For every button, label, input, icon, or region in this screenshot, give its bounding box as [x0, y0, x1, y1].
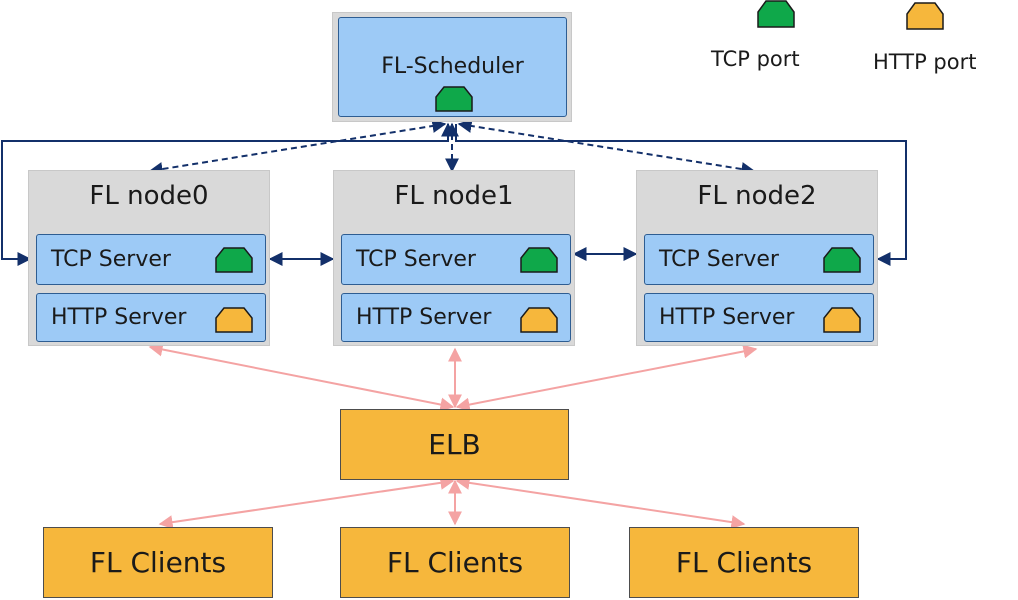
elb-node0-link	[148, 342, 455, 412]
fl-clients-box: FL Clients	[43, 527, 273, 598]
scheduler-box: FL-Scheduler	[338, 17, 567, 117]
fl-clients-box: FL Clients	[340, 527, 570, 598]
tcp-server-label: TCP Server	[356, 247, 476, 272]
scheduler-node2-link	[457, 119, 756, 176]
http-port-icon	[520, 307, 558, 333]
scheduler-label: FL-Scheduler	[381, 54, 524, 79]
loop-right-link	[455, 124, 907, 266]
http-server: HTTP Server	[341, 293, 571, 342]
elb-box: ELB	[340, 409, 569, 480]
fl-node0: FL node0 TCP Server HTTP Server	[28, 170, 270, 346]
http-server-label: HTTP Server	[51, 305, 187, 330]
fl-clients-label: FL Clients	[675, 546, 813, 579]
tcp-port-icon	[215, 247, 253, 273]
http-port-icon	[215, 307, 253, 333]
fl-node1: FL node1 TCP Server HTTP Server	[333, 170, 575, 346]
loop-left-link	[1, 122, 455, 266]
scheduler-node0-link	[148, 119, 447, 176]
legend-http-icon	[906, 2, 944, 30]
http-server-label: HTTP Server	[356, 305, 492, 330]
fl-node2: FL node2 TCP Server HTTP Server	[636, 170, 878, 346]
tcp-server: TCP Server	[341, 234, 571, 285]
node-title: FL node0	[89, 181, 209, 211]
fl-clients-label: FL Clients	[89, 546, 227, 579]
tcp-server-label: TCP Server	[51, 247, 171, 272]
http-server: HTTP Server	[644, 293, 874, 342]
elb-label: ELB	[428, 428, 481, 461]
scheduler-container: FL-Scheduler	[332, 12, 572, 122]
elb-client2-link	[455, 475, 746, 530]
http-server: HTTP Server	[36, 293, 266, 342]
tcp-server: TCP Server	[36, 234, 266, 285]
http-port-icon	[823, 307, 861, 333]
tcp-port-icon	[823, 247, 861, 273]
node-title: FL node2	[697, 181, 817, 211]
node-title: FL node1	[394, 181, 514, 211]
elb-client0-link	[158, 475, 455, 530]
tcp-server-label: TCP Server	[659, 247, 779, 272]
tcp-port-icon	[520, 247, 558, 273]
fl-clients-label: FL Clients	[386, 546, 524, 579]
legend-tcp-label: TCP port	[711, 47, 800, 71]
tcp-port-icon	[435, 86, 473, 112]
legend-http-label: HTTP port	[873, 50, 977, 74]
legend-tcp-icon	[757, 0, 795, 28]
http-server-label: HTTP Server	[659, 305, 795, 330]
fl-clients-box: FL Clients	[629, 527, 859, 598]
elb-node2-link	[455, 344, 758, 412]
tcp-server: TCP Server	[644, 234, 874, 285]
